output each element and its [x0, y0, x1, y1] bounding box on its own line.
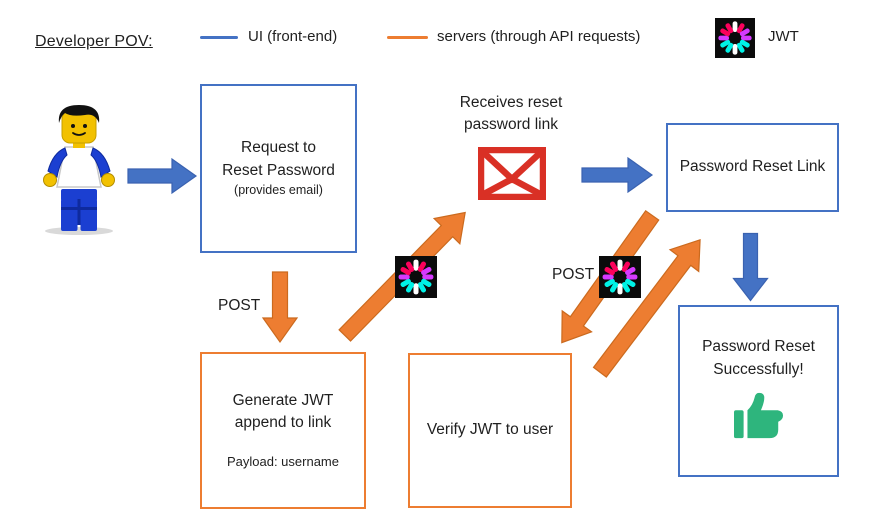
success-box-line1: Password Reset	[702, 338, 815, 356]
generate-jwt-box: Generate JWT append to link Payload: use…	[200, 352, 366, 509]
password-reset-success-box: Password Reset Successfully!	[678, 305, 839, 477]
post-label-right: POST	[552, 266, 595, 283]
generate-box-note: Payload: username	[226, 453, 339, 469]
jwt-logo-icon	[715, 18, 755, 63]
jwt-token-icon-left	[395, 256, 437, 303]
receives-reset-label: Receives reset password link	[446, 92, 576, 137]
lego-user-icon	[35, 103, 123, 241]
legend-ui-label: UI (front-end)	[248, 28, 338, 45]
email-icon	[477, 146, 547, 205]
legend-jwt-label: JWT	[768, 28, 799, 45]
request-box-note: (provides email)	[234, 183, 323, 198]
receives-reset-line1: Receives reset	[459, 94, 563, 111]
arrow-verify-to-resetlink	[586, 229, 715, 383]
arrow-request-to-generate	[261, 271, 299, 344]
verify-jwt-box: Verify JWT to user	[408, 353, 572, 508]
reset-link-box-label: Password Reset Link	[679, 158, 826, 176]
receives-reset-line2: password link	[464, 116, 558, 134]
request-box: Request to Reset Password (provides emai…	[200, 84, 357, 253]
generate-box-line1: Generate JWT	[232, 391, 334, 409]
generate-box-line2: append to link	[234, 414, 332, 432]
success-box-line2: Successfully!	[713, 360, 804, 378]
page-title: Developer POV:	[35, 33, 153, 50]
password-reset-link-box: Password Reset Link	[666, 123, 839, 212]
request-box-line1: Request to	[241, 139, 316, 157]
arrow-email-to-resetlink	[581, 156, 654, 194]
legend-servers-line-swatch	[387, 36, 428, 39]
verify-box-label: Verify JWT to user	[426, 421, 554, 439]
jwt-token-icon-right	[599, 256, 641, 303]
legend-ui-line-swatch	[200, 36, 238, 39]
arrow-resetlink-to-success	[732, 232, 769, 302]
request-box-line2: Reset Password	[222, 161, 335, 179]
arrow-user-to-request	[127, 157, 198, 195]
thumbs-up-icon	[729, 391, 789, 446]
post-label-left: POST	[218, 297, 261, 314]
legend-servers-label: servers (through API requests)	[437, 28, 641, 45]
